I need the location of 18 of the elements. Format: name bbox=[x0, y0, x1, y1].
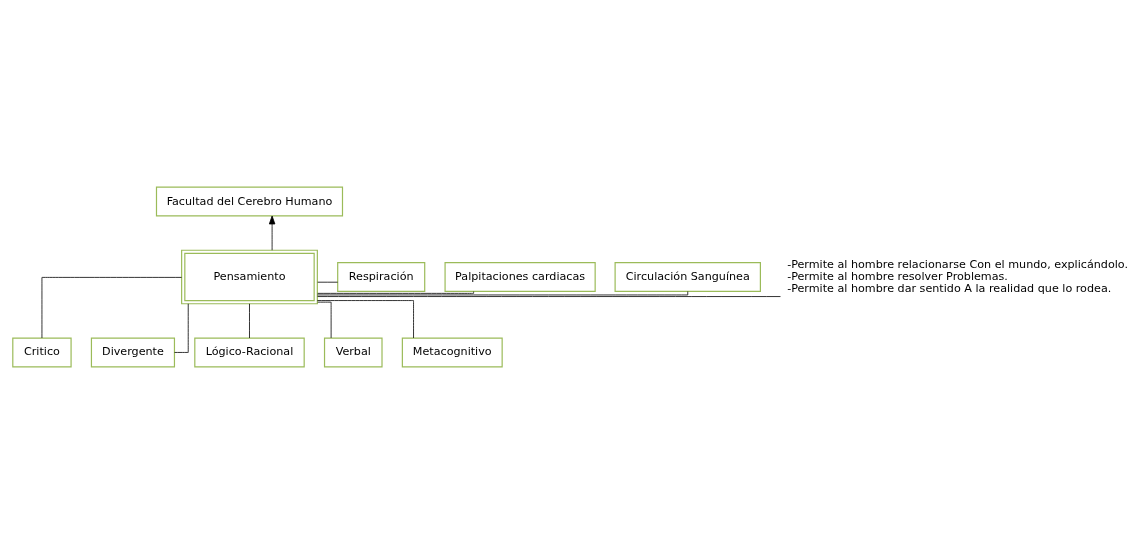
connector bbox=[41, 277, 182, 339]
node-box: Metacognitivo bbox=[401, 337, 503, 368]
connector bbox=[317, 291, 689, 296]
node-box: Divergente bbox=[90, 337, 176, 368]
connector bbox=[249, 303, 250, 339]
node-box: Facultad del Cerebro Humano bbox=[155, 186, 344, 217]
connector bbox=[317, 300, 414, 339]
arrow bbox=[268, 215, 276, 251]
node-box: Critico bbox=[12, 337, 72, 368]
node-box: Respiración bbox=[337, 262, 426, 292]
node-box: Lógico-Racional bbox=[194, 337, 305, 368]
connector bbox=[317, 291, 474, 294]
connector bbox=[317, 301, 332, 339]
node-text: -Permite al hombre relacionarse Con el mundo, explicándolo. -Permite al hombre resolver Problemas. -Permite al hombre dar sentido A la realidad que lo rodea. bbox=[787, 257, 1129, 295]
connector bbox=[317, 296, 781, 297]
node-box: Verbal bbox=[323, 337, 383, 368]
node-box: Circulación Sanguínea bbox=[614, 262, 761, 292]
node-box: Palpitaciones cardiacas bbox=[444, 262, 596, 292]
